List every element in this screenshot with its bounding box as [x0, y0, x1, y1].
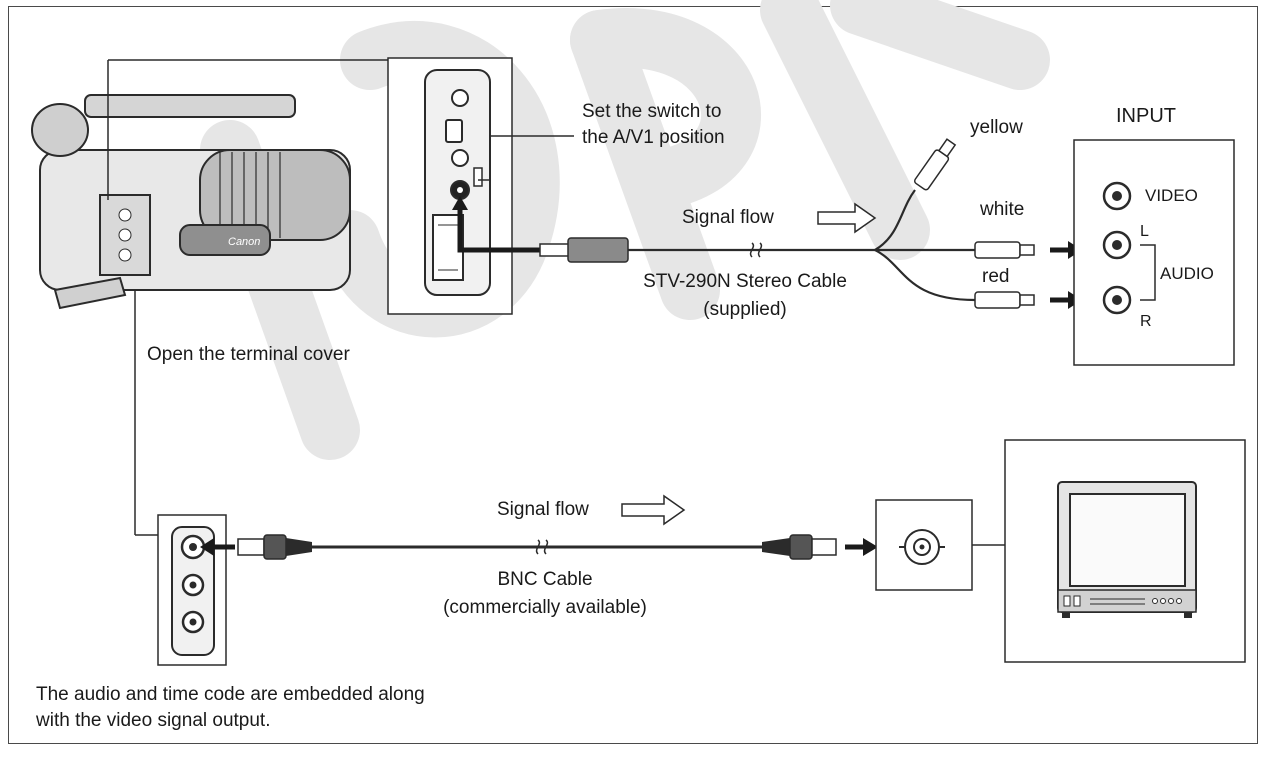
signal-flow-bottom-label: Signal flow	[497, 499, 589, 520]
jack-arrow	[452, 196, 468, 210]
yellow-plug	[913, 138, 957, 191]
yellow-label: yellow	[970, 117, 1023, 138]
stereo-mini-plug	[539, 237, 629, 263]
white-plug	[974, 241, 1035, 259]
white-label: white	[980, 199, 1025, 220]
red-label: red	[982, 266, 1010, 287]
red-plug	[974, 291, 1035, 309]
bnc-cable-line1: BNC Cable	[497, 569, 593, 590]
input-title: INPUT	[1116, 105, 1176, 127]
switch-note-line2: the A/V1 position	[582, 127, 725, 148]
signal-flow-top-label: Signal flow	[682, 207, 774, 228]
monitor-illustration	[1057, 481, 1197, 618]
signal-flow-arrow-top	[817, 202, 877, 234]
left-channel-label: L	[1140, 223, 1149, 240]
open-cover-label: Open the terminal cover	[147, 344, 350, 365]
stereo-cable-line1: STV-290N Stereo Cable	[643, 271, 847, 292]
diagram-frame	[8, 6, 1258, 744]
camera-brand-label: Canon	[228, 236, 260, 248]
switch-note-line1: Set the switch to	[582, 101, 722, 122]
camcorder-illustration	[31, 94, 351, 310]
signal-flow-arrow-bottom	[621, 494, 686, 526]
video-label: VIDEO	[1145, 186, 1198, 205]
bnc-plug-left	[237, 534, 312, 560]
footnote-line1: The audio and time code are embedded alo…	[36, 684, 425, 705]
right-channel-label: R	[1140, 313, 1152, 330]
footnote-line2: with the video signal output.	[36, 710, 271, 731]
bnc-plug-right	[762, 534, 837, 560]
audio-label: AUDIO	[1160, 264, 1214, 283]
bnc-cable-line2: (commercially available)	[443, 597, 647, 618]
input-panel	[1073, 139, 1235, 366]
stereo-cable-line2: (supplied)	[703, 299, 787, 320]
